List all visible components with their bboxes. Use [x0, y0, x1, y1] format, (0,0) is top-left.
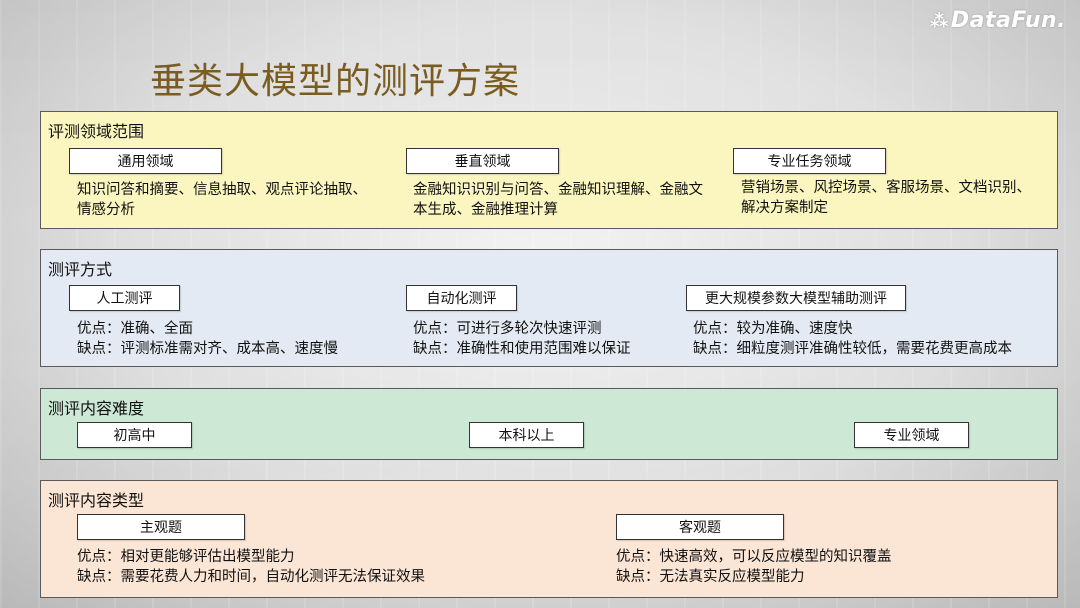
desc-vertical-domain: 金融知识识别与问答、金融知识理解、金融文本生成、金融推理计算 — [413, 180, 709, 220]
llm-assisted-eval-pros: 优点：较为准确、速度快 — [693, 319, 1053, 339]
llm-assisted-eval-cons: 缺点：细粒度测评准确性较低，需要花费更高成本 — [693, 339, 1053, 359]
tag-llm-assisted-eval: 更大规模参数大模型辅助测评 — [686, 285, 906, 311]
tag-general-domain: 通用领域 — [69, 148, 222, 174]
tag-high-school: 初高中 — [77, 422, 192, 448]
auto-eval-pros: 优点：可进行多轮次快速评测 — [413, 319, 703, 339]
section-title: 测评内容类型 — [48, 487, 144, 511]
manual-eval-pros: 优点：准确、全面 — [77, 319, 397, 339]
section-eval-scope: 评测领域范围 通用领域 知识问答和摘要、信息抽取、观点评论抽取、情感分析 垂直领… — [40, 111, 1058, 229]
tag-undergraduate: 本科以上 — [469, 422, 584, 448]
section-title: 评测领域范围 — [48, 118, 144, 142]
section-eval-type: 测评内容类型 主观题 优点：相对更能够评估出模型能力 缺点：需要花费人力和时间，… — [40, 480, 1058, 598]
tag-professional-domain: 专业任务领域 — [733, 148, 886, 174]
tag-objective: 客观题 — [616, 514, 784, 540]
logo-mark-icon: ⁂ — [930, 11, 949, 32]
page-title: 垂类大模型的测评方案 — [150, 52, 520, 104]
tag-professional: 专业领域 — [854, 422, 969, 448]
tag-manual-eval: 人工测评 — [69, 285, 180, 311]
section-title: 测评方式 — [48, 256, 112, 280]
objective-cons: 缺点：无法真实反应模型能力 — [616, 567, 1036, 587]
objective-pros: 优点：快速高效，可以反应模型的知识覆盖 — [616, 547, 1036, 567]
desc-general-domain: 知识问答和摘要、信息抽取、观点评论抽取、情感分析 — [77, 180, 373, 220]
section-eval-difficulty: 测评内容难度 初高中 本科以上 专业领域 — [40, 388, 1058, 460]
tag-auto-eval: 自动化测评 — [406, 285, 517, 311]
manual-eval-cons: 缺点：评测标准需对齐、成本高、速度慢 — [77, 339, 397, 359]
tag-vertical-domain: 垂直领域 — [406, 148, 559, 174]
subjective-cons: 缺点：需要花费人力和时间，自动化测评无法保证效果 — [77, 567, 517, 587]
section-eval-method: 测评方式 人工测评 优点：准确、全面 缺点：评测标准需对齐、成本高、速度慢 自动… — [40, 249, 1058, 367]
section-title: 测评内容难度 — [48, 395, 144, 419]
subjective-pros: 优点：相对更能够评估出模型能力 — [77, 547, 517, 567]
auto-eval-cons: 缺点：准确性和使用范围难以保证 — [413, 339, 703, 359]
datafun-logo: ⁂DataFun. — [930, 8, 1066, 33]
tag-subjective: 主观题 — [77, 514, 245, 540]
desc-professional-domain: 营销场景、风控场景、客服场景、文档识别、解决方案制定 — [741, 178, 1037, 218]
